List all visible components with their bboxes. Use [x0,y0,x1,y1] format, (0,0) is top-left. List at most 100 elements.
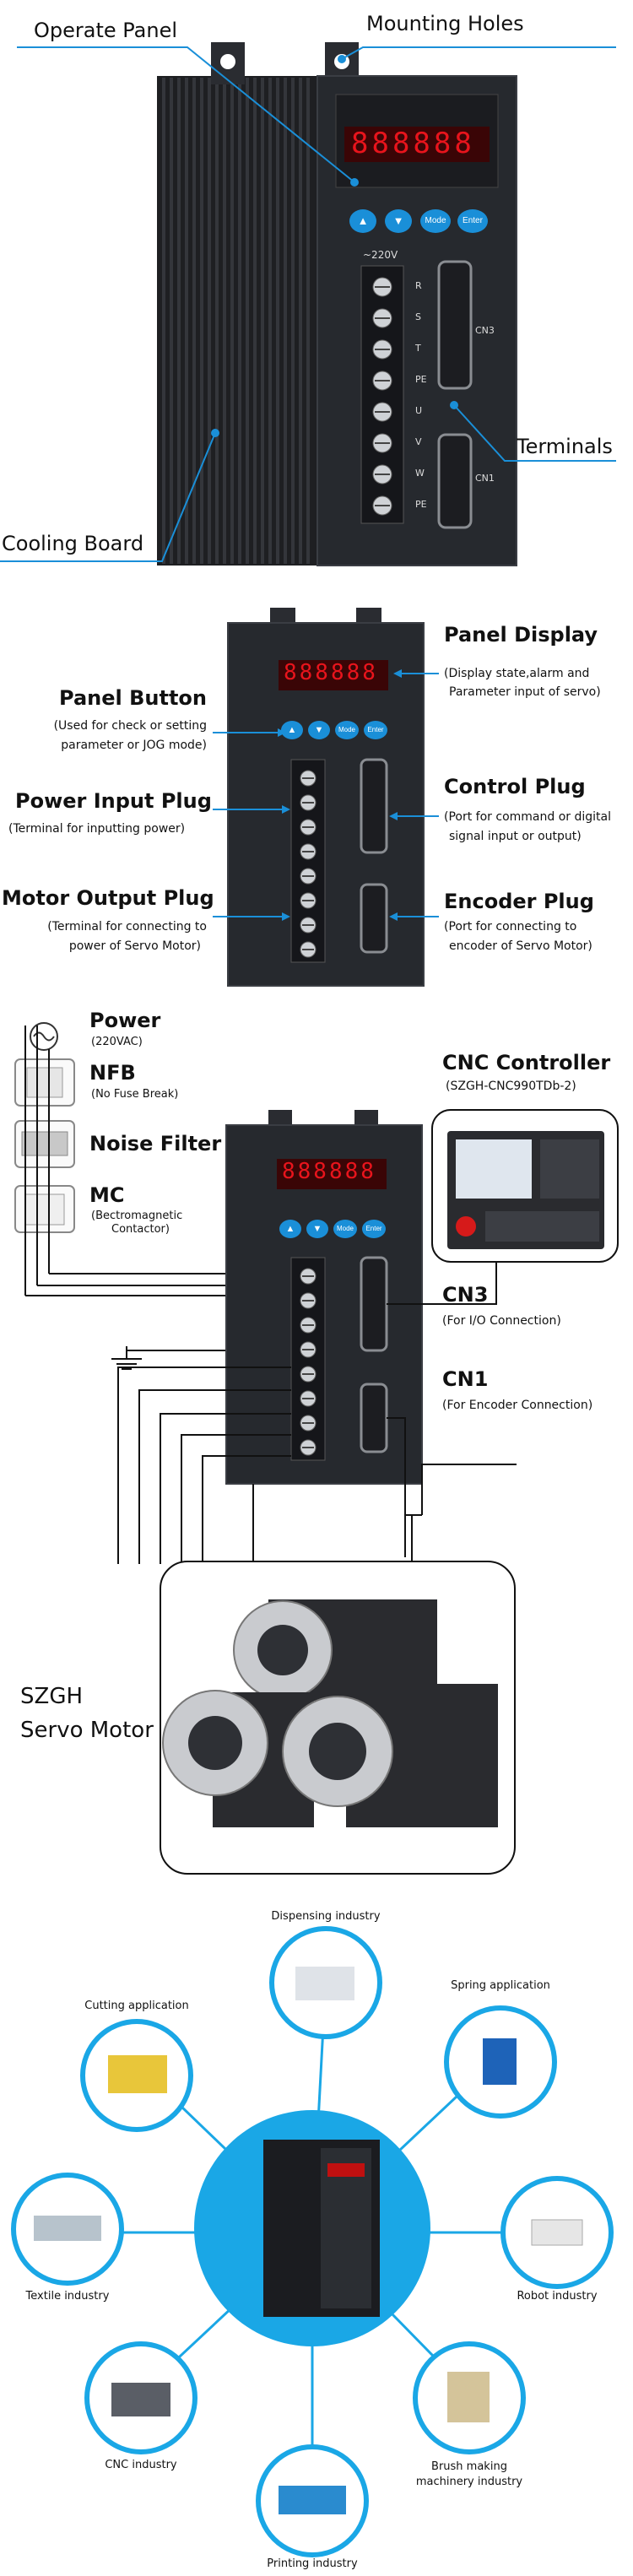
overview-drawing [0,42,616,566]
cn3-wiring-desc: (For I/O Connection) [442,1314,561,1328]
encoder-plug-desc1: (Port for connecting to [444,920,577,934]
cnc-controller-title: CNC Controller [442,1051,611,1074]
app-spring: Spring application [451,1979,550,1992]
power-input-title: Power Input Plug [15,789,212,813]
terminal-letter: PE [415,374,427,385]
voltage-label: ~220V [363,249,398,261]
motor-label-line1: SZGH [20,1684,84,1709]
display-digits: 888888 [351,127,475,160]
terminals-label: Terminals [517,435,613,458]
encoder-plug-desc2: encoder of Servo Motor) [449,939,592,953]
wiring-btn-down[interactable]: ▼ [306,1220,328,1238]
mc-desc2: Contactor) [111,1223,170,1236]
servo-motors [162,1599,498,1827]
display-window [344,127,490,162]
mounting-hole-left [220,54,235,69]
fin [291,78,295,564]
panel-display-title: Panel Display [444,623,598,647]
panel-description-section: 888888 ▲ ▼ Mode Enter Panel Display (Dis… [0,599,633,996]
panel-btn-down[interactable]: ▼ [308,721,330,739]
control-plug-title: Control Plug [444,775,586,798]
terminal-letter: W [415,468,425,479]
fin [200,78,203,564]
btn-enter[interactable]: Enter [457,209,488,233]
wiring-drive-tab-right [354,1110,378,1127]
mc-desc1: (Bectromagnetic [91,1210,183,1222]
cn1-label: CN1 [475,473,495,484]
app-brush-1: Brush making [431,2460,507,2473]
panel-arrows [213,673,439,917]
wiring-btn-mode[interactable]: Mode [333,1220,357,1238]
cn1-wiring-title: CN1 [442,1367,489,1391]
cn3-wiring-title: CN3 [442,1283,489,1307]
app-cutting: Cutting application [84,2000,189,2012]
encoder-plug-title: Encoder Plug [444,890,594,913]
app-brush-2: machinery industry [415,2476,523,2488]
fin [230,78,234,564]
fin [215,78,219,564]
motor-output-desc2: power of Servo Motor) [68,939,201,953]
overview-section: Operate Panel Mounting Holes Terminals C… [0,0,633,582]
cn3-connector [437,260,473,390]
control-plug-desc2: signal input or output) [449,830,582,843]
panel-button-desc1: (Used for check or setting [53,719,207,733]
mounting-holes-label: Mounting Holes [366,12,524,35]
power-title: Power [89,1009,161,1032]
fin [276,78,279,564]
wiring-drawing [14,1022,619,1875]
app-printing: Printing industry [267,2557,358,2570]
terminal-letter: T [415,343,421,354]
fin [253,78,257,564]
application-icons [34,1967,583,2514]
panel-btn-enter[interactable]: Enter [364,721,387,739]
nfb-title: NFB [89,1061,136,1085]
terminal-letter: R [415,280,422,291]
motor-output-desc1: (Terminal for connecting to [47,920,207,934]
wiring-display-window [277,1159,387,1189]
btn-down[interactable]: ▼ [385,209,412,233]
operate-panel-label: Operate Panel [34,19,178,42]
motor-output-title: Motor Output Plug [2,886,214,910]
applications-section: Dispensing industry Cutting application … [0,1895,633,2576]
applications-drawing [11,1926,614,2557]
panel-drawing [213,608,439,987]
control-plug-desc1: (Port for command or digital [444,810,611,824]
cn3-label: CN3 [475,325,495,336]
btn-up[interactable]: ▲ [349,209,376,233]
cn1-wiring-desc: (For Encoder Connection) [442,1399,593,1412]
fin [185,78,188,564]
app-robot: Robot industry [517,2290,598,2303]
terminal-letter: U [415,405,423,416]
wiring-section: 888888 ▲ ▼ Mode Enter Power (220VAC) NFB… [0,1009,633,1886]
terminal-letter: PE [415,499,427,510]
ground-symbol [111,1358,142,1370]
wiring-btn-enter[interactable]: Enter [362,1220,386,1238]
nfb-desc: (No Fuse Break) [91,1088,179,1101]
panel-display-desc2: Parameter input of servo) [449,685,601,699]
fin [306,78,310,564]
terminal-block [360,265,404,524]
callout-lines [0,46,616,562]
panel-digits: 888888 [284,660,378,685]
btn-mode[interactable]: Mode [420,209,451,233]
fin [238,78,241,564]
wiring-btn-up[interactable]: ▲ [279,1220,301,1238]
fin [170,78,173,564]
fin [208,78,211,564]
panel-display-desc1: (Display state,alarm and [444,667,590,680]
cnc-wire [387,1262,497,1305]
wiring-cn1 [360,1383,388,1453]
fin [192,78,196,564]
panel-tab-right [356,608,381,625]
fin [223,78,226,564]
app-cnc: CNC industry [105,2459,177,2471]
power-icon [30,1022,58,1051]
panel-btn-mode[interactable]: Mode [335,721,359,739]
panel-display-window [279,660,388,690]
panel-btn-up[interactable]: ▲ [281,721,303,739]
terminal-letter: V [415,436,422,447]
app-dispensing: Dispensing industry [271,1910,381,1923]
cooling-board-label: Cooling Board [2,532,144,555]
cooling-fins [157,76,317,566]
power-desc: (220VAC) [91,1036,143,1048]
